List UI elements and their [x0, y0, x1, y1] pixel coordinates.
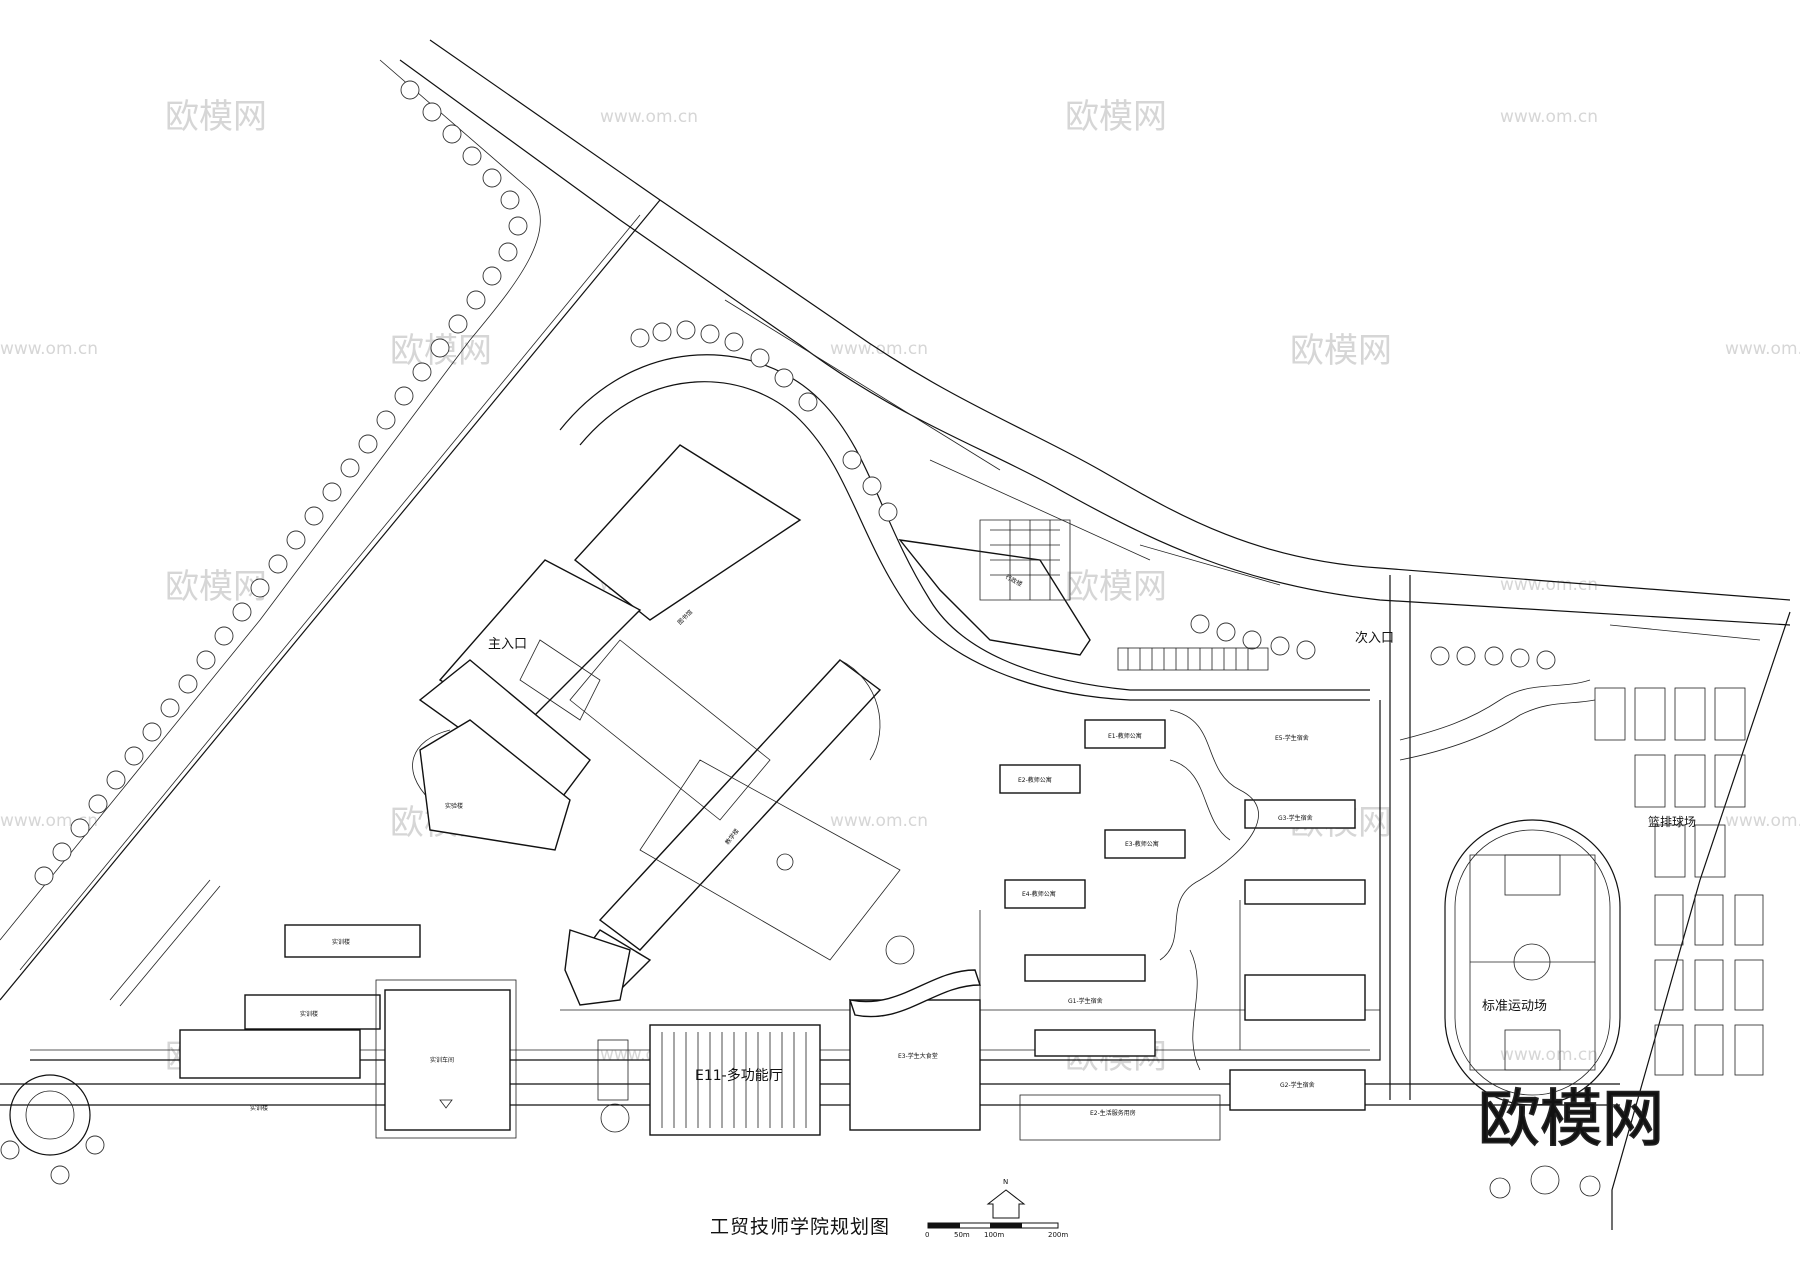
tree-row-west [34, 80, 528, 886]
label-stadium: 标准运动场 [1482, 999, 1547, 1014]
label-east-building: E5-学生宿舍 [1275, 734, 1309, 742]
label-library: 图书馆 [676, 608, 694, 626]
label-workshop: 实训车间 [430, 1056, 454, 1064]
label-teacher-e4: E4-教师公寓 [1022, 890, 1056, 898]
watermark-brand: 欧模网 [1065, 567, 1167, 607]
north-label: N [1003, 1178, 1008, 1186]
scale-tick-100: 100m [984, 1231, 1004, 1239]
watermark-brand: 欧模网 [1290, 331, 1392, 371]
watermark-brand: 欧模网 [1065, 97, 1167, 137]
label-training-c: 实训楼 [250, 1104, 268, 1112]
watermark-url: www.om.cn [600, 107, 698, 127]
label-multi-hall: E11-多功能厅 [695, 1067, 783, 1084]
north-arrow-icon [986, 1189, 1026, 1219]
label-teacher-e1: E1-教师公寓 [1108, 732, 1142, 740]
label-dorm-g1: G1-学生宿舍 [1068, 997, 1103, 1005]
roundabout [0, 1074, 105, 1185]
watermark-brand: 欧模网 [165, 97, 267, 137]
label-teacher-e3: E3-教师公寓 [1125, 840, 1159, 848]
watermark-url: www.om.cn [1500, 575, 1598, 595]
watermark-url: www.om.cn [0, 339, 98, 359]
watermark-url: www.om.cn [1500, 107, 1598, 127]
label-main-entrance: 主入口 [488, 637, 527, 652]
sports-area [1399, 679, 1764, 1199]
watermark-url: www.om.cn [1500, 1045, 1598, 1065]
south-buildings [597, 969, 981, 1136]
scale-tick-0: 0 [925, 1231, 929, 1239]
west-buildings [179, 719, 631, 1139]
label-dining: E3-学生大食堂 [898, 1052, 938, 1060]
scale-tick-200: 200m [1048, 1231, 1068, 1239]
basketball-courts [1594, 687, 1764, 1076]
brand-watermark-large: 欧模网 [1478, 1082, 1664, 1155]
tree-row-north [630, 320, 1556, 670]
label-secondary-entrance: 次入口 [1355, 630, 1394, 646]
watermark-url: www.om.cn [830, 811, 928, 831]
watermark-url: www.om.cn [1725, 811, 1800, 831]
parking-strips [109, 299, 1761, 1007]
label-service-center: E2-生活服务用房 [1090, 1109, 1136, 1117]
scale-bar: 0 50m 100m 200m N [925, 1178, 1068, 1239]
label-training-a: 实训楼 [332, 938, 350, 946]
watermark-url: www.om.cn [1725, 339, 1800, 359]
scale-tick-50: 50m [954, 1231, 970, 1239]
label-training-b: 实训楼 [300, 1010, 318, 1018]
label-ball-courts: 篮排球场 [1648, 814, 1696, 829]
watermark-brand: 欧模网 [165, 567, 267, 607]
label-lab: 实验楼 [445, 802, 463, 810]
east-buildings [999, 709, 1366, 1141]
label-dorm-g3: G3-学生宿舍 [1278, 814, 1313, 822]
watermark-layer: 欧模网 www.om.cn 欧模网 www.om.cn www.om.cn 欧模… [0, 97, 1800, 1077]
label-teacher-e2: E2-教师公寓 [1018, 776, 1052, 784]
central-complex [412, 444, 1091, 1001]
map-title: 工贸技师学院规划图 [710, 1216, 891, 1238]
label-dorm-g2: G2-学生宿舍 [1280, 1081, 1315, 1089]
